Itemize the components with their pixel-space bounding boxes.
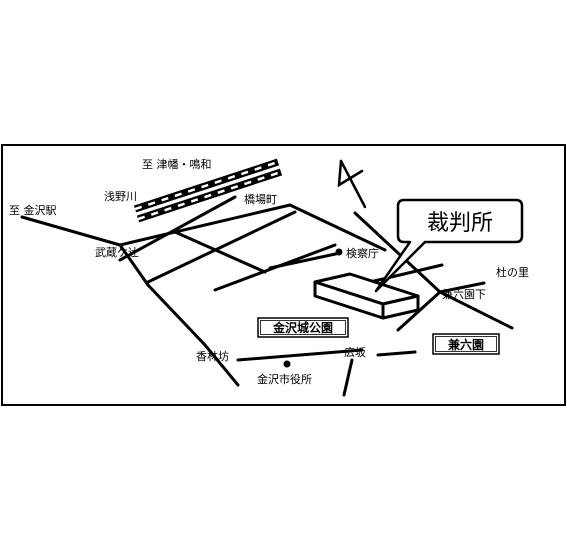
label-asanogawa: 浅野川	[104, 190, 137, 203]
road-grid-3	[173, 230, 267, 274]
label-to-tsubata: 至 津幡・鳴和	[142, 157, 212, 171]
road-musashi-hashiba	[118, 203, 292, 247]
label-musashigatsuji: 武蔵ケ辻	[95, 245, 139, 259]
road-hirosaka-east	[376, 350, 417, 357]
kenrokuen-box-inner	[435, 336, 497, 352]
label-kenrokuen: 兼六園	[447, 337, 484, 352]
road-to-kensatsu	[268, 251, 342, 270]
roads	[20, 195, 514, 397]
label-hirosaka: 広坂	[344, 346, 366, 359]
road-kensatsu-east	[368, 263, 444, 284]
label-korinbo: 香林坊	[196, 349, 229, 363]
road-korinbo-hirosaka	[236, 348, 364, 362]
label-to-kanazawa-station: 至 金沢駅	[9, 203, 57, 217]
label-city-hall: 金沢市役所	[257, 372, 312, 386]
label-hashibacho: 橋場町	[244, 192, 277, 206]
road-north-south	[353, 211, 442, 294]
railway	[133, 158, 283, 223]
road-main-diagonal	[118, 243, 240, 387]
road-grid-2	[146, 210, 297, 284]
road-hashiba-east	[288, 203, 387, 252]
road-hirosaka-south	[342, 358, 354, 397]
label-courthouse: 裁判所	[427, 211, 493, 236]
courthouse-callout	[374, 198, 524, 293]
courthouse-building	[313, 272, 420, 320]
label-kenrokuen-shita: 兼六園下	[442, 288, 486, 301]
castle-park-box-inner	[260, 320, 346, 335]
castle-park-box	[257, 317, 349, 338]
map-frame	[1, 144, 566, 406]
road-west	[20, 215, 122, 247]
kenrokuen-box	[432, 333, 500, 355]
road-grid-1	[118, 195, 237, 262]
poi-dot-icon	[335, 248, 343, 256]
road-kenroku-ne	[438, 281, 486, 294]
label-kanazawa-castle-park: 金沢城公園	[272, 320, 333, 335]
label-mori-no-sato: 杜の里	[496, 265, 529, 279]
north-arrow-icon	[337, 159, 367, 209]
road-kenroku-se	[438, 290, 514, 330]
label-kensatsucho: 検察庁	[346, 246, 379, 260]
poi-dot-icon	[283, 360, 291, 368]
